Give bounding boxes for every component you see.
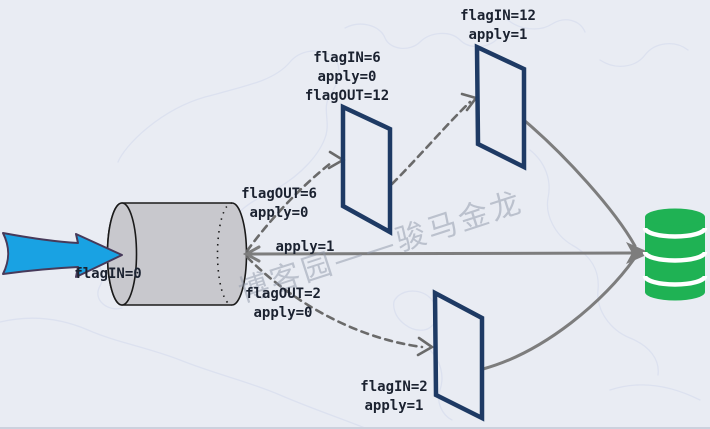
- database-icon: [642, 208, 708, 301]
- label-line: flagOUT=6: [241, 186, 317, 202]
- filter-panels: [340, 43, 527, 422]
- label-line: flagIN=2: [360, 379, 428, 395]
- label-queue-out-top: flagOUT=6 apply=0: [224, 185, 334, 223]
- label-line: apply=0: [317, 69, 377, 85]
- label-line: flagIN=0: [74, 266, 142, 282]
- label-filter-mid: flagIN=6 apply=0 flagOUT=12: [292, 49, 402, 106]
- bottom-filter-to-db-line: [481, 257, 636, 371]
- image-bottom-edge: [0, 427, 710, 429]
- label-line: flagIN=6: [313, 50, 381, 66]
- map-outline: [0, 19, 701, 429]
- label-line: apply=1: [364, 398, 424, 414]
- queue-to-bottom-filter-dashed: [245, 255, 424, 349]
- label-line: flagIN=12: [460, 8, 536, 24]
- label-queue-out-bottom: flagOUT=2 apply=0: [228, 285, 338, 323]
- direct-line-left-arrowhead: [242, 245, 261, 263]
- output-arrows: [242, 119, 651, 371]
- db-arrowhead: [626, 242, 651, 264]
- label-line: apply=1: [468, 27, 528, 43]
- label-line: apply=1: [275, 239, 335, 255]
- label-line: flagOUT=12: [304, 88, 390, 104]
- filter-panel-mid-icon: [340, 103, 393, 236]
- label-line: flagOUT=2: [245, 286, 321, 302]
- label-filter-bottom: flagIN=2 apply=1: [339, 378, 449, 416]
- filter-panel-bottom-icon: [432, 289, 485, 422]
- queue-to-mid-filter-dashed: [245, 161, 333, 253]
- filter-panel-top-icon: [474, 43, 527, 171]
- top-filter-to-db-line: [523, 119, 637, 248]
- queue-to-bottom-filter-arrowhead: [416, 336, 435, 357]
- label-filter-top: flagIN=12 apply=1: [443, 7, 553, 45]
- direct-line: [244, 251, 636, 256]
- label-queue-in: flagIN=0: [53, 265, 163, 284]
- label-line: apply=0: [249, 205, 309, 221]
- input-arrow-icon: [2, 232, 123, 278]
- label-direct-path: apply=1: [250, 238, 360, 257]
- label-line: apply=0: [253, 305, 313, 321]
- mid-to-top-filter-dashed: [390, 100, 472, 186]
